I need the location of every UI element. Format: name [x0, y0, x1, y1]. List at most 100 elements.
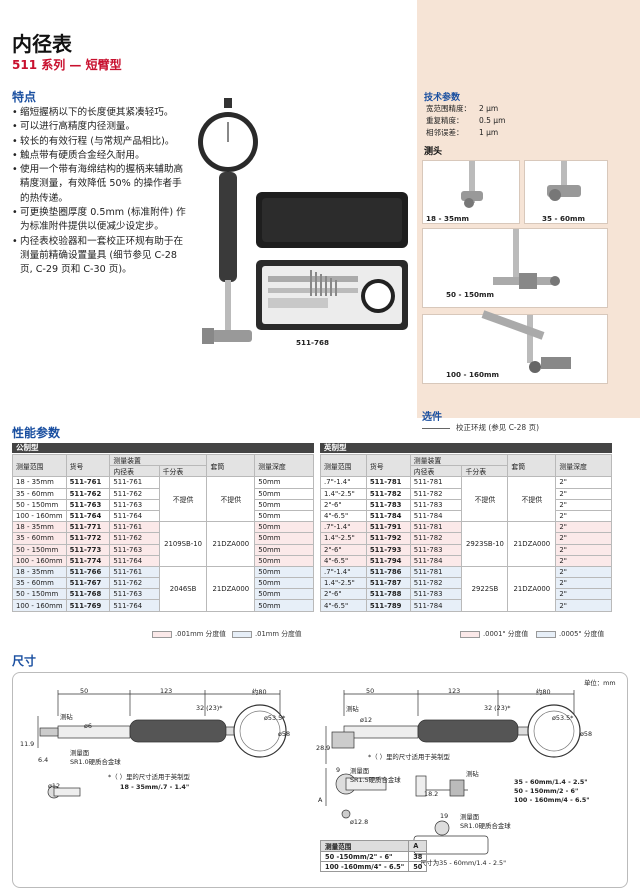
- depth-cell: 50mm: [254, 554, 314, 567]
- dim-58: ø58: [580, 730, 593, 738]
- bore-cell: 511-781: [409, 565, 463, 579]
- unit-label: 单位：mm: [584, 679, 616, 687]
- range-cell: 50 -150mm/2" - 6": [319, 851, 410, 862]
- dash-line: [422, 427, 450, 429]
- size-note: 尺寸为35 - 60mm/1.4 - 2.5": [420, 859, 507, 867]
- bore-cell: 511-782: [409, 532, 463, 545]
- col-depth: 测量深度: [254, 453, 314, 478]
- probe-photo-18-35: [422, 160, 520, 224]
- depth-cell: 50mm: [254, 498, 314, 511]
- range-cell: 2"-6": [320, 543, 367, 556]
- order-cell: 511-761: [65, 476, 111, 489]
- dial-cell: 2109SB-10: [158, 521, 208, 567]
- bore-cell: 511-761: [109, 521, 160, 534]
- tech-label: 宽范围精度：: [426, 104, 471, 113]
- depth-cell: 50mm: [254, 543, 314, 556]
- depth-cell: 50mm: [254, 577, 314, 590]
- bore-cell: 511-764: [109, 509, 160, 523]
- order-cell: 511-769: [65, 599, 111, 612]
- dim-18-2: 18.2: [424, 790, 439, 798]
- left-dimension-drawing: [37, 690, 287, 799]
- legend-swatch: [460, 630, 480, 638]
- order-cell: 511-774: [65, 554, 111, 567]
- dim-11-9: 11.9: [20, 740, 35, 748]
- col-range: 测量范围: [12, 453, 67, 478]
- range-cell: 50 - 150mm: [12, 498, 67, 511]
- depth-cell: 50mm: [254, 476, 314, 489]
- col-order: 货号: [365, 453, 411, 478]
- feature-item: 缩短握柄以下的长度便其紧凑轻巧。: [12, 106, 190, 120]
- order-cell: 511-768: [65, 588, 111, 601]
- range-cell: 50 - 150mm: [12, 543, 67, 556]
- depth-cell: 50mm: [254, 599, 314, 612]
- dim-80: 约80: [252, 688, 267, 696]
- probe-heading: 测头: [424, 147, 443, 157]
- order-cell: 511-772: [65, 532, 111, 545]
- probe-photo-50-150: [422, 228, 608, 308]
- sleeve-cell: 21DZA000: [507, 565, 557, 612]
- label-contact-ball-3: SR1.0硬质合金球: [460, 822, 511, 830]
- range-cell: 100 - 160mm: [12, 509, 67, 523]
- legend-swatch: [152, 630, 172, 638]
- order-cell: 511-789: [365, 599, 411, 612]
- inch-note: *（ ）里的尺寸适用于英制型: [368, 753, 450, 761]
- probe-caption: 50 - 150mm: [446, 290, 494, 299]
- dim-123: 123: [448, 687, 461, 695]
- order-cell: 511-773: [65, 543, 111, 556]
- depth-cell: 2": [555, 476, 612, 489]
- order-cell: 511-771: [65, 521, 111, 534]
- depth-cell: 2": [555, 487, 612, 500]
- col-range: 测量范围: [320, 453, 367, 478]
- dim-32: 32 (23)*: [196, 704, 223, 712]
- col-device: 测量装置: [409, 453, 509, 467]
- legend-label: .001mm 分度值: [175, 630, 226, 638]
- dim-9: 9: [336, 766, 341, 774]
- range-cell: 1.4"-2.5": [320, 532, 367, 545]
- probe-photo-100-160: [422, 310, 608, 384]
- page-subtitle: 511 系列 — 短臂型: [12, 58, 122, 72]
- label-anvil: 测砧: [346, 705, 359, 713]
- range-cell: 4"-6.5": [320, 554, 367, 567]
- bore-cell: 511-763: [109, 543, 160, 556]
- feature-item: 可更换垫圈厚度 0.5mm (标准附件) 作为标准附件提供以便减少设定步。: [12, 206, 190, 235]
- order-cell: 511-766: [65, 565, 111, 579]
- probe-photo-35-60: [524, 160, 608, 224]
- tech-label: 重复精度：: [426, 116, 464, 125]
- sleeve-cell: 不提供: [206, 476, 256, 523]
- label-contact-ball: SR1.5硬质合金球: [350, 776, 401, 784]
- col-dial: 千分表: [158, 465, 208, 478]
- bore-cell: 511-784: [409, 599, 463, 612]
- depth-cell: 2": [555, 498, 612, 511]
- bore-cell: 511-783: [409, 588, 463, 601]
- dial-cell: 不提供: [158, 476, 208, 523]
- range-header: 测量范围: [319, 840, 410, 852]
- dim-6-4: 6.4: [38, 756, 49, 764]
- options-text: 校正环规 (参见 C-28 页): [422, 422, 539, 433]
- legend-label: .01mm 分度值: [255, 630, 302, 638]
- order-cell: 511-762: [65, 487, 111, 500]
- dim-12-8: ø12.8: [350, 818, 369, 826]
- range-cell: 35 - 60mm: [12, 577, 67, 590]
- legend-inch-fine: .0001" 分度值: [460, 628, 528, 638]
- tech-value: 2 μm: [479, 104, 499, 113]
- inch-tag: 英制型: [320, 443, 612, 453]
- order-cell: 511-792: [365, 532, 411, 545]
- dim-12: ø12: [48, 782, 61, 790]
- range-cell: 35 - 60mm: [12, 532, 67, 545]
- bore-cell: 511-781: [409, 521, 463, 534]
- inch-note: *（ ）里的尺寸适用于英制型: [108, 773, 190, 781]
- options-heading: 选件: [422, 412, 442, 423]
- depth-cell: 2": [555, 532, 612, 545]
- range-cell: 100 - 160mm: [12, 599, 67, 612]
- probe-caption: 35 - 60mm: [542, 214, 585, 223]
- dial-cell: 不提供: [461, 476, 509, 523]
- order-cell: 511-794: [365, 554, 411, 567]
